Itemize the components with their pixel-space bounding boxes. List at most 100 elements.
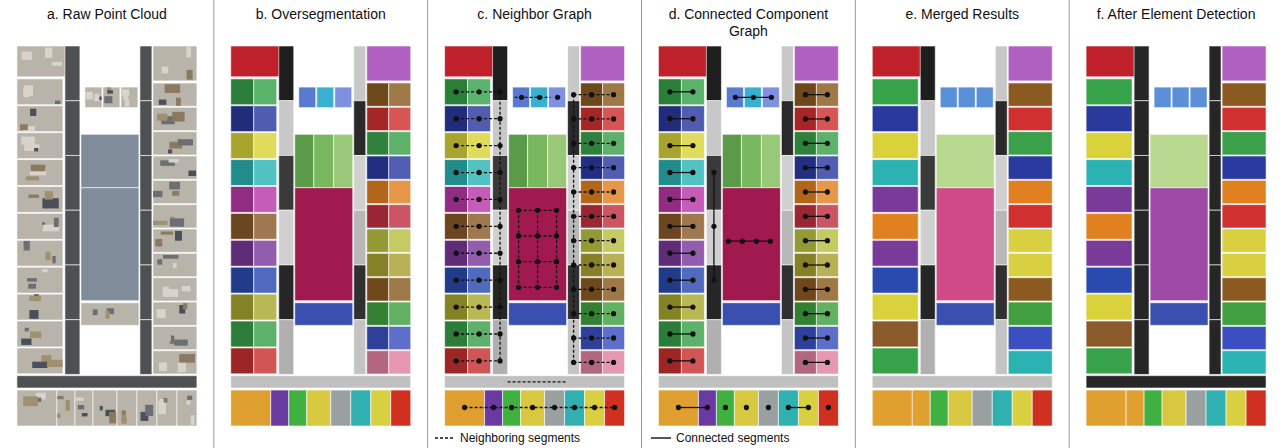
room-region <box>1008 180 1052 203</box>
furniture-points <box>29 310 38 319</box>
room-region <box>367 132 389 155</box>
furniture-points <box>27 278 37 281</box>
room-region <box>17 294 63 320</box>
furniture-points <box>94 94 99 102</box>
room-region <box>603 132 625 155</box>
floor-plan <box>872 46 1052 426</box>
room-region <box>603 326 625 349</box>
graph-node-dot <box>555 95 560 100</box>
graph-node-dot <box>476 251 481 256</box>
room-region <box>1008 132 1052 155</box>
room-region <box>1008 302 1052 325</box>
room-region <box>354 46 366 101</box>
neighbor-link <box>479 145 500 146</box>
furniture-points <box>107 90 113 93</box>
room-region <box>468 267 491 293</box>
connected-link <box>670 360 693 361</box>
room-region <box>231 348 254 374</box>
furniture-points <box>155 239 162 246</box>
furniture-points <box>25 328 29 332</box>
graph-node-dot <box>825 141 830 146</box>
room-region <box>1008 83 1052 106</box>
room-region <box>603 253 625 276</box>
connected-link <box>805 337 827 338</box>
graph-node-dot <box>589 165 594 170</box>
room-region <box>603 156 625 179</box>
room-region <box>920 155 935 210</box>
furniture-points <box>169 159 179 162</box>
graph-node-dot <box>476 277 481 282</box>
graph-node-dot <box>611 214 616 219</box>
graph-node-dot <box>744 405 749 410</box>
room-region <box>81 188 139 301</box>
room-region <box>658 46 708 77</box>
room-region <box>389 205 411 228</box>
connected-link <box>670 172 693 173</box>
room-region <box>65 265 80 320</box>
furniture-points <box>160 399 164 404</box>
connected-link <box>805 143 827 144</box>
neighbor-link <box>479 199 500 200</box>
room-region <box>1222 229 1266 252</box>
connected-link <box>670 91 693 92</box>
graph-node-dot <box>453 170 458 175</box>
graph-node-dot <box>611 116 616 121</box>
neighbor-link <box>592 264 614 265</box>
graph-node-dot <box>825 92 830 97</box>
furniture-points <box>21 137 34 145</box>
graph-node-dot <box>611 92 616 97</box>
graph-node-dot <box>766 405 771 410</box>
neighbor-link <box>573 95 574 363</box>
graph-node-dot <box>537 95 542 100</box>
room-region <box>468 133 491 159</box>
room-region <box>1086 267 1132 293</box>
furniture-points <box>163 255 178 259</box>
room-region <box>468 186 491 212</box>
room-region <box>995 210 1007 265</box>
room-region <box>1086 321 1132 347</box>
room-region <box>992 390 1012 426</box>
connected-link <box>670 145 693 146</box>
room-region <box>603 83 625 106</box>
connected-link <box>728 240 770 241</box>
room-region <box>706 46 721 101</box>
graph-node-dot <box>509 405 514 410</box>
room-region <box>137 390 157 426</box>
room-region <box>1008 156 1052 179</box>
graph-node-dot <box>803 238 808 243</box>
graph-node-dot <box>803 262 808 267</box>
graph-node-dot <box>611 311 616 316</box>
figure-panel: b. Oversegmentation <box>214 0 428 448</box>
room-region <box>231 186 254 212</box>
connected-link <box>678 407 707 408</box>
room-region <box>279 265 294 320</box>
room-region <box>1222 83 1266 106</box>
room-region <box>389 156 411 179</box>
neighbor-link <box>574 94 592 95</box>
room-region <box>254 240 277 266</box>
room-region <box>1008 107 1052 130</box>
graph-node-dot <box>453 331 458 336</box>
room-region <box>157 390 177 426</box>
room-region <box>295 188 353 301</box>
graph-node-dot <box>768 238 773 243</box>
graph-node-dot <box>803 116 808 121</box>
furniture-points <box>29 296 41 301</box>
graph-node-dot <box>552 405 557 410</box>
graph-node-dot <box>711 224 716 229</box>
room-region <box>958 87 975 108</box>
room-region <box>295 134 314 187</box>
room-region <box>371 390 391 426</box>
graph-node-dot <box>676 405 681 410</box>
connected-link <box>670 253 693 254</box>
room-region <box>872 294 918 320</box>
neighbor-link <box>592 167 614 168</box>
furniture-points <box>168 149 172 153</box>
room-region <box>153 326 197 349</box>
room-region <box>1086 376 1266 388</box>
neighbor-link <box>574 240 592 241</box>
room-region <box>1150 188 1208 301</box>
room-region <box>1008 351 1052 374</box>
room-region <box>445 348 468 374</box>
room-region <box>549 87 566 108</box>
